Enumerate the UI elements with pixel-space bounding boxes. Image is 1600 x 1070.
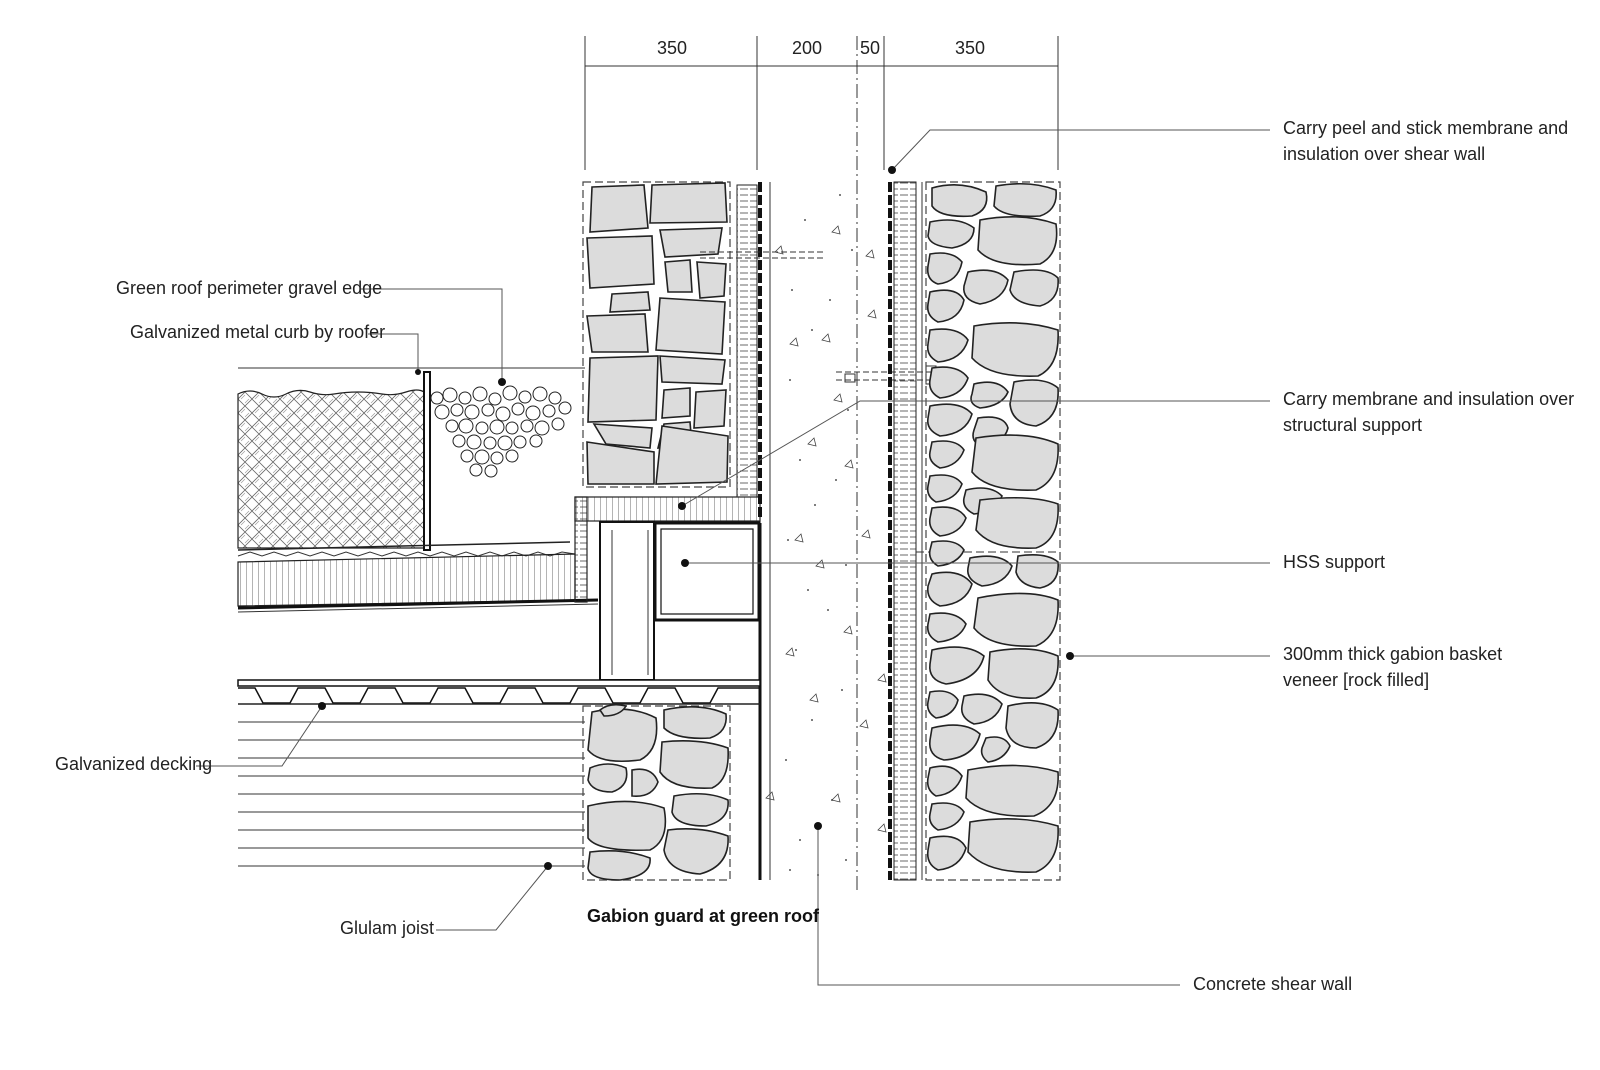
label-glulam: Glulam joist	[340, 918, 434, 938]
gravel-edge	[430, 385, 572, 478]
label-gabion-line1: 300mm thick gabion basket	[1283, 644, 1502, 664]
leaders	[196, 129, 1270, 986]
upper-gabion-basket	[582, 181, 825, 488]
label-decking: Galvanized decking	[55, 754, 212, 774]
label-metal-curb: Galvanized metal curb by roofer	[130, 322, 385, 342]
label-gabion-line2: veneer [rock filled]	[1283, 670, 1429, 690]
wall-membrane-insulation	[888, 181, 923, 881]
concrete-shear-wall	[765, 182, 937, 880]
label-support-membrane-line1: Carry membrane and insulation over	[1283, 389, 1574, 409]
dim-200: 200	[792, 38, 822, 58]
label-support-membrane-line2: structural support	[1283, 415, 1422, 435]
steel-decking	[237, 679, 761, 705]
drawing-title: Gabion guard at green roof	[587, 906, 820, 926]
dim-350-left: 350	[657, 38, 687, 58]
label-hss-support: HSS support	[1283, 552, 1385, 572]
lower-gabion-basket	[582, 703, 731, 881]
label-membrane-line1: Carry peel and stick membrane and	[1283, 118, 1568, 138]
dim-350-right: 350	[955, 38, 985, 58]
hss-support	[599, 521, 762, 880]
dim-50: 50	[860, 38, 880, 58]
label-shear-wall: Concrete shear wall	[1193, 974, 1352, 994]
green-roof-soil	[237, 367, 585, 551]
dimension-string: 350 200 50 350	[584, 36, 1059, 890]
curb-frame	[574, 182, 762, 603]
glulam-joists	[238, 721, 585, 867]
label-membrane-line2: insulation over shear wall	[1283, 144, 1485, 164]
roof-insulation	[237, 541, 599, 613]
right-gabion-veneer	[916, 181, 1061, 881]
label-gravel-edge: Green roof perimeter gravel edge	[116, 278, 382, 298]
